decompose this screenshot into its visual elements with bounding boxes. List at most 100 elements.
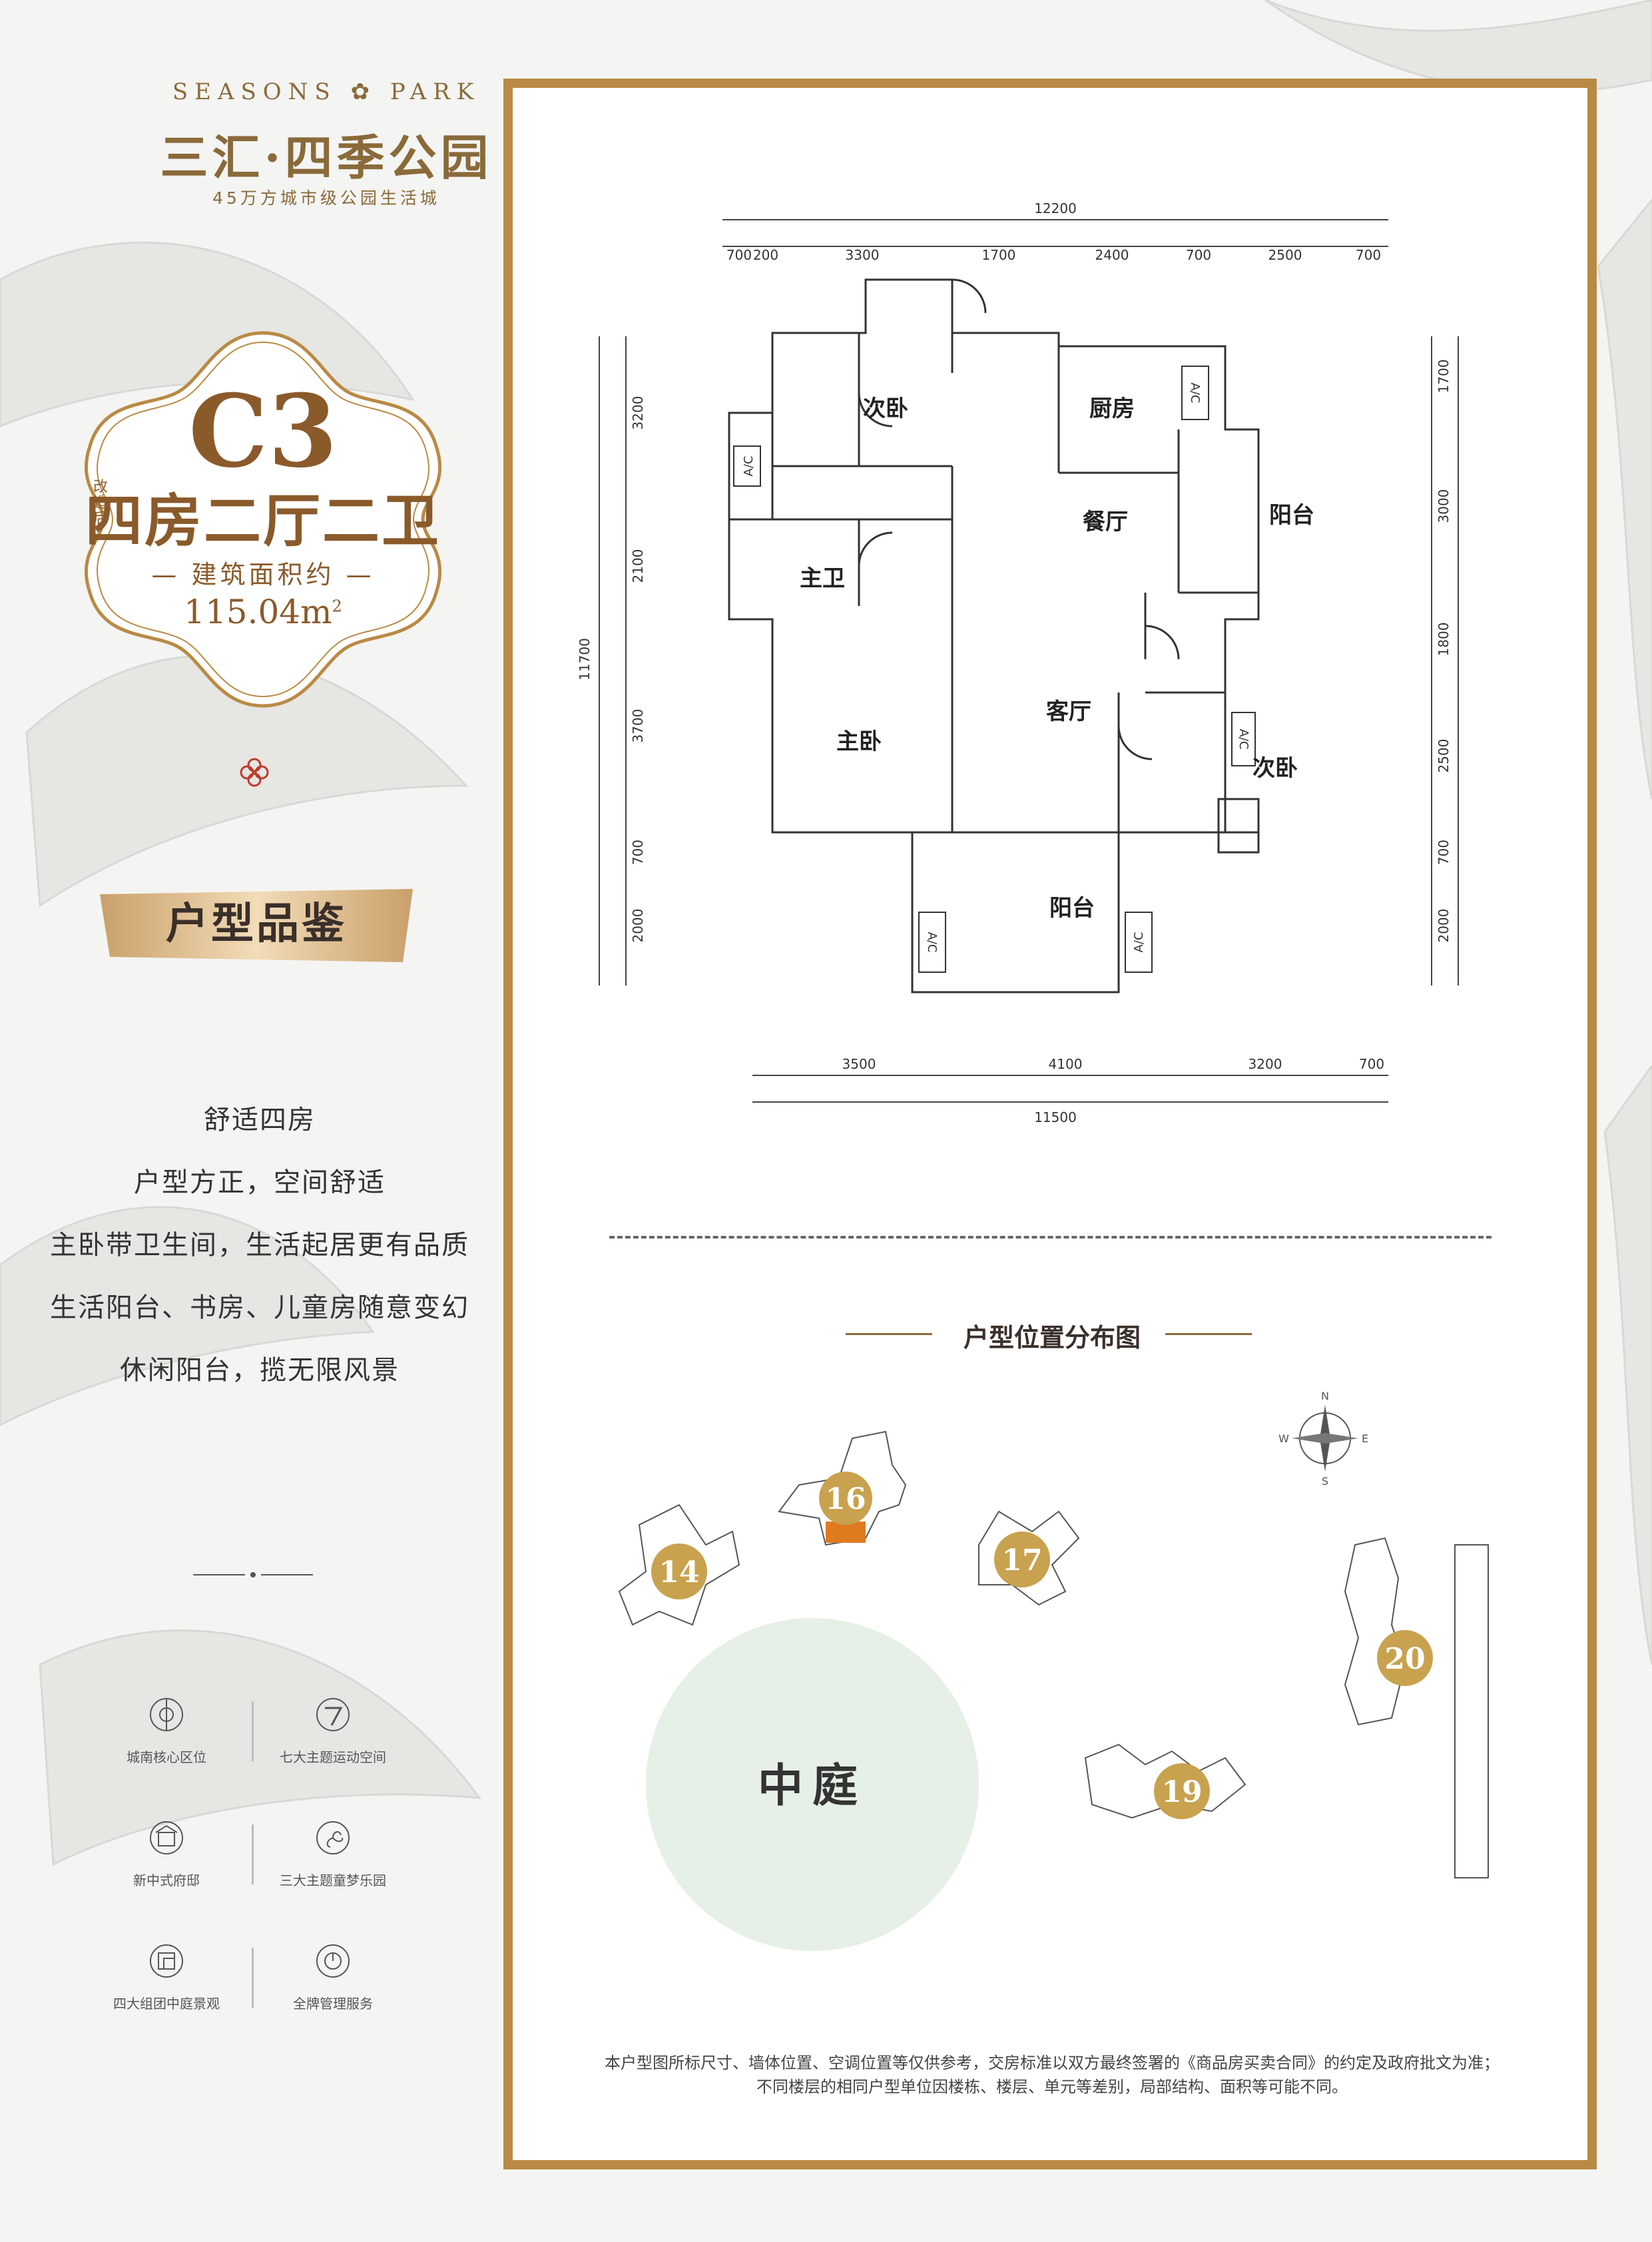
building-number: 17 (1001, 1543, 1042, 1577)
dim-bottom-total: 11500 (1034, 1109, 1077, 1125)
building-number: 14 (659, 1555, 699, 1589)
amenity-sports: 七大主题运动空间 (220, 1695, 446, 1766)
unit-code: C3 (188, 373, 338, 490)
courtyard-area (646, 1618, 979, 1951)
amenity-separator (252, 1701, 254, 1761)
building-19: 19 (1084, 1743, 1246, 1819)
dim-right: 700 (1436, 840, 1452, 865)
dim-right: 1700 (1436, 360, 1452, 394)
section-divider (609, 1236, 1492, 1239)
compass-w: W (1278, 1432, 1289, 1445)
room-kitchen: 厨房 (1089, 396, 1135, 422)
amenity-mansion: 新中式府邸 (53, 1818, 280, 1889)
room-balcony: 阳台 (1049, 895, 1095, 922)
dim-top: 700 (1186, 247, 1211, 263)
room-balcony: 阳台 (1269, 502, 1314, 529)
area-number: 115.04m (184, 593, 332, 631)
dim-left: 2100 (630, 549, 646, 583)
section-title: 户型品鉴 (166, 900, 347, 949)
playground-icon (316, 1821, 350, 1854)
location-icon (150, 1698, 183, 1731)
area-superscript: 2 (332, 597, 342, 616)
dim-right: 3000 (1436, 489, 1452, 523)
amenity-courtyard: 四大组团中庭景观 (53, 1941, 280, 2012)
compass-e: E (1362, 1432, 1368, 1445)
dim-top: 200 (753, 247, 778, 263)
title-rule (1165, 1333, 1252, 1335)
dim-top: 3300 (846, 247, 880, 263)
amenity-label: 全牌管理服务 (293, 1996, 373, 2012)
dim-bottom: 3500 (842, 1056, 876, 1072)
dim-top: 2500 (1268, 247, 1302, 263)
feature-item: 生活阳台、书房、儿童房随意变幻 (50, 1292, 469, 1323)
dim-top: 700 (1356, 247, 1381, 263)
title-rule (846, 1333, 932, 1335)
dim-left-total: 11700 (579, 638, 593, 681)
seven-icon (316, 1698, 350, 1731)
area-label: — 建筑面积约 — (151, 560, 375, 589)
disclaimer: 本户型图所标尺寸、墙体位置、空调位置等仅供参考，交房标准以双方最终签署的《商品房… (533, 2051, 1571, 2099)
feature-divider (193, 1572, 313, 1577)
disclaimer-line: 本户型图所标尺寸、墙体位置、空调位置等仅供参考，交房标准以双方最终签署的《商品房… (605, 2054, 1500, 2072)
service-icon (316, 1944, 350, 1978)
disclaimer-line: 不同楼层的相同户型单位因楼栋、楼层、单元等差别，局部结构、面积等可能不同。 (756, 2078, 1348, 2096)
building-20: 20 (1344, 1537, 1489, 1878)
unit-layout: 四房二厅二卫 (85, 487, 441, 555)
amenity-label: 四大组团中庭景观 (113, 1996, 220, 2012)
amenity-label: 七大主题运动空间 (280, 1749, 386, 1765)
brand-tagline: 45万方城市级公园生活城 (212, 188, 440, 208)
amenity-label: 新中式府邸 (133, 1872, 200, 1888)
dim-bottom: 700 (1359, 1056, 1384, 1072)
dim-left: 2000 (630, 909, 646, 943)
unit-tag: 改造后 (93, 479, 109, 527)
dim-bottom: 4100 (1049, 1056, 1083, 1072)
room-dining: 餐厅 (1083, 509, 1128, 535)
feature-item: 舒适四房 (204, 1105, 316, 1135)
ac-label: A/C (742, 456, 756, 477)
courtyard-label: 中庭 (758, 1759, 867, 1813)
distribution-title: 户型位置分布图 (963, 1323, 1141, 1352)
room-master-bedroom: 主卧 (836, 728, 882, 755)
amenity-separator (252, 1824, 254, 1884)
dim-right: 2000 (1436, 909, 1452, 943)
courtyard-icon (150, 1944, 183, 1978)
site-plan: 中庭 N E S W 14 16 17 19 20 (618, 1390, 1489, 1951)
ac-label: A/C (925, 932, 939, 953)
room-secondary-bedroom: 次卧 (1252, 755, 1298, 782)
dim-top-total: 12200 (1034, 200, 1077, 216)
feature-list: 舒适四房 户型方正，空间舒适 主卧带卫生间，生活起居更有品质 生活阳台、书房、儿… (27, 1089, 493, 1402)
floor-plan: A/C A/C A/C A/C A/C 次卧 厨房 餐厅 阳台 主卫 客厅 主卧… (579, 200, 1459, 1125)
building-number: 20 (1384, 1642, 1425, 1676)
building-14: 14 (618, 1504, 740, 1626)
building-number: 16 (825, 1482, 866, 1516)
ac-label: A/C (1237, 729, 1250, 750)
amenity-service: 全牌管理服务 (220, 1941, 446, 2012)
ac-label: A/C (1188, 383, 1202, 404)
room-living: 客厅 (1046, 699, 1091, 725)
dim-top: 1700 (982, 247, 1016, 263)
amenity-label: 城南核心区位 (127, 1749, 206, 1765)
amenity-separator (252, 1948, 254, 2008)
dim-left: 700 (630, 840, 646, 865)
compass-s: S (1322, 1475, 1328, 1488)
mansion-icon (150, 1821, 183, 1854)
amenity-location: 城南核心区位 (53, 1695, 280, 1766)
building-17: 17 (978, 1510, 1080, 1606)
area-value: 115.04m2 (63, 593, 463, 631)
room-secondary-bedroom: 次卧 (863, 396, 908, 422)
ac-label: A/C (1132, 932, 1146, 953)
dim-bottom: 3200 (1248, 1056, 1282, 1072)
dim-left: 3200 (630, 396, 646, 430)
amenity-label: 三大主题童梦乐园 (280, 1872, 386, 1888)
dim-right: 1800 (1436, 623, 1452, 657)
brand-chinese-name: 三汇·四季公园 (160, 129, 493, 186)
compass-icon: N E S W (1278, 1390, 1368, 1488)
unit-badge-frame (85, 331, 441, 708)
building-number: 19 (1161, 1775, 1202, 1809)
dim-top: 700 (726, 247, 752, 263)
feature-item: 休闲阳台，揽无限风景 (120, 1355, 400, 1386)
dim-right: 2500 (1436, 739, 1452, 773)
dim-left: 3700 (630, 709, 646, 743)
feature-item: 户型方正，空间舒适 (134, 1167, 386, 1198)
dim-top: 2400 (1095, 247, 1129, 263)
